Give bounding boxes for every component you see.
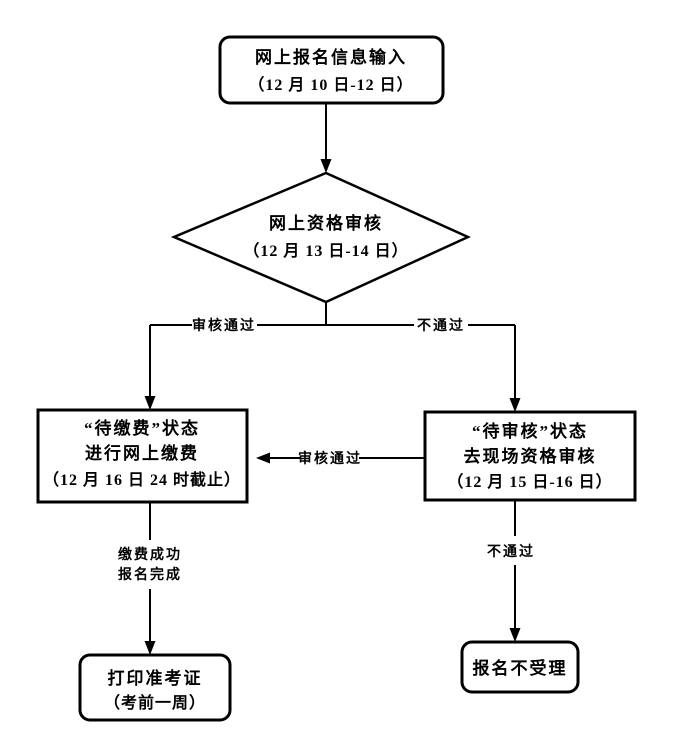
arrow-head-into-reject xyxy=(509,628,521,642)
print-node xyxy=(78,653,232,722)
arrow-head-into-review xyxy=(320,159,332,173)
reject-node xyxy=(460,640,580,694)
onsite-node xyxy=(423,410,637,502)
print-node-line1: 打印准考证 xyxy=(108,668,203,688)
arrow-head-into-print xyxy=(144,641,156,655)
pay-node-line2: 进行网上缴费 xyxy=(85,443,199,463)
start-node-date: （12 月 10 日-12 日） xyxy=(248,76,413,94)
print-node-date: （考前一周） xyxy=(104,693,206,712)
pay-node-date: （12 月 16 日 24 时截止） xyxy=(43,470,241,489)
review-node-title: 网上资格审核 xyxy=(269,213,383,233)
label-onsite-fail: 不通过 xyxy=(487,543,535,560)
onsite-node-date: （12 月 15 日-16 日） xyxy=(447,473,612,491)
start-node-title: 网上报名信息输入 xyxy=(255,47,407,67)
label-review-pass: 审核通过 xyxy=(192,317,256,334)
start-node xyxy=(218,35,445,105)
pay-node-line1: “待缴费”状态 xyxy=(84,418,200,438)
reject-node-line1: 报名不受理 xyxy=(473,658,568,678)
onsite-node-line1: “待审核”状态 xyxy=(472,421,588,441)
arrow-head-into-pay xyxy=(144,396,156,410)
label-onsite-pass: 审核通过 xyxy=(298,450,362,467)
review-decision-node xyxy=(170,171,472,304)
review-node-date: （12 月 13 日-14 日） xyxy=(243,242,408,260)
pay-node xyxy=(36,408,249,504)
arrow-head-into-onsite xyxy=(509,398,521,412)
label-paid-line2: 报名完成 xyxy=(118,566,182,583)
label-review-fail: 不通过 xyxy=(417,317,465,334)
onsite-node-line2: 去现场资格审核 xyxy=(464,446,597,466)
label-paid-line1: 缴费成功 xyxy=(118,546,182,563)
arrow-head-onsite-to-pay xyxy=(256,452,270,464)
